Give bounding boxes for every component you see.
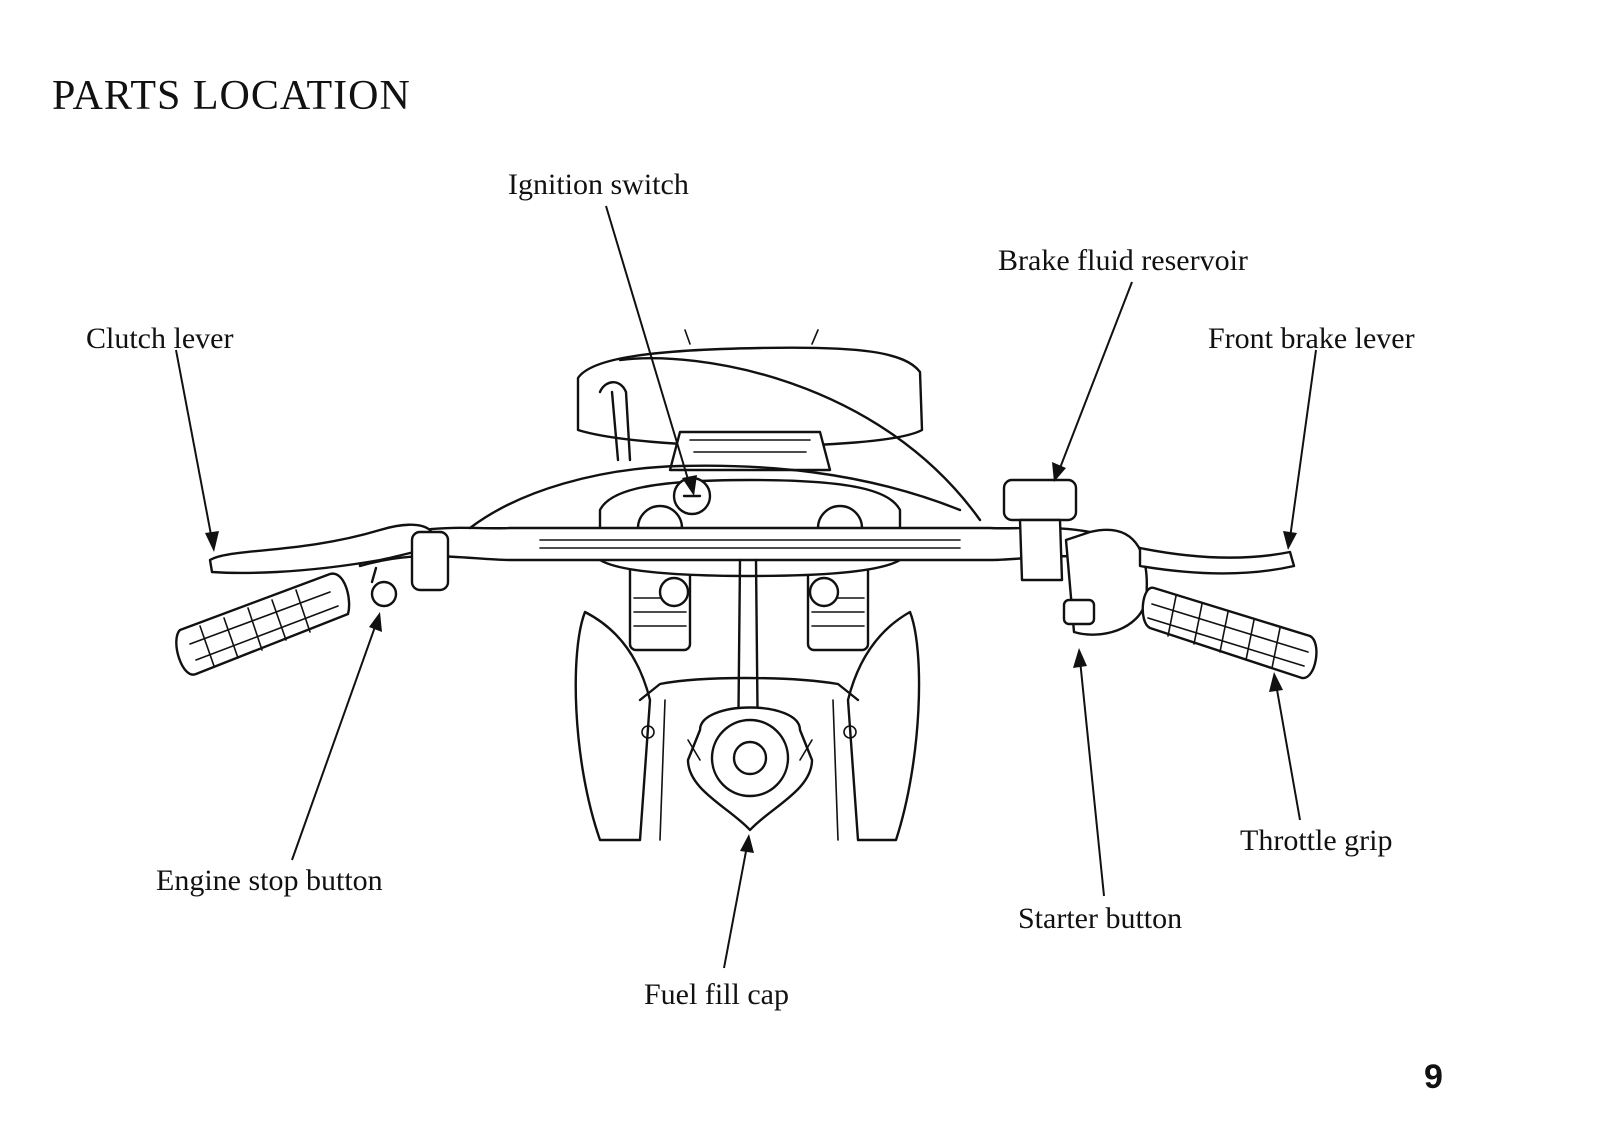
fuel-cap-shape <box>686 706 814 832</box>
ignition-switch-label: Ignition switch <box>508 168 689 201</box>
page-number: 9 <box>1424 1058 1443 1096</box>
right-controls <box>1002 478 1296 636</box>
clutch-lever-label: Clutch lever <box>86 322 234 355</box>
leader-lines <box>175 205 1317 969</box>
front-shrouds <box>574 610 921 842</box>
throttle-grip-label: Throttle grip <box>1240 824 1393 857</box>
fuel-fill-cap-label: Fuel fill cap <box>644 978 789 1011</box>
engine-stop-button-label: Engine stop button <box>156 864 383 897</box>
page-title: PARTS LOCATION <box>52 73 411 119</box>
brake-fluid-reservoir-label: Brake fluid reservoir <box>998 244 1248 277</box>
front-brake-lever-label: Front brake lever <box>1208 322 1415 355</box>
starter-button-label: Starter button <box>1018 902 1183 935</box>
right-grip <box>1141 586 1318 680</box>
left-controls <box>208 523 450 608</box>
left-grip <box>175 572 351 676</box>
cables <box>468 357 982 530</box>
